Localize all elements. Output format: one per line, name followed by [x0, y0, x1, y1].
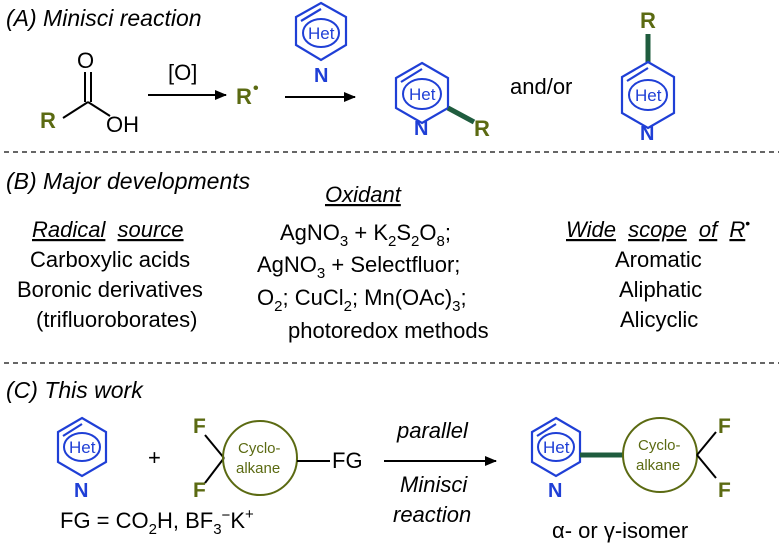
n-label: N [314, 65, 328, 87]
n-label: N [414, 118, 428, 140]
gamma-product-structure: R Het N [620, 8, 676, 145]
radical-dot: • [745, 215, 750, 231]
n-label: N [640, 123, 654, 145]
arrow-label-reaction: reaction [393, 502, 471, 527]
het-label: Het [409, 85, 436, 104]
formula-part: S [396, 220, 411, 245]
oxidant-line-2: AgNO3 + Selectfluor; [257, 252, 460, 282]
radical-source-item: Boronic derivatives [17, 277, 203, 302]
formula-part: H, BF [157, 508, 213, 533]
section-c-heading: (C) This work [6, 377, 144, 403]
scope-item: Aromatic [615, 247, 702, 272]
oxidation-label: [O] [168, 60, 197, 85]
formula-part: O [257, 285, 274, 310]
scope-title-word: Wide [566, 217, 616, 242]
scope-item: Aliphatic [619, 277, 702, 302]
radical-source-title-word: Radical [32, 217, 106, 242]
formula-subscript: 3 [340, 233, 348, 250]
formula-subscript: 3 [213, 521, 221, 538]
formula-part: + K [348, 220, 388, 245]
formula-part: K [230, 508, 245, 533]
formula-part: O [419, 220, 436, 245]
radical-source-item: (trifluoroborates) [36, 307, 197, 332]
alpha-product-structure: Het N R [394, 61, 490, 141]
formula-subscript: 2 [388, 233, 396, 250]
formula-part: ; Mn(OAc) [352, 285, 452, 310]
hydroxyl-label: OH [106, 112, 139, 137]
formula-part: AgNO [280, 220, 340, 245]
formula-subscript: 2 [344, 298, 352, 315]
formula-superscript: − [222, 507, 231, 524]
scope-title-word: R [729, 217, 745, 242]
formula-subscript: 3 [317, 265, 325, 282]
formula-part: AgNO [257, 252, 317, 277]
radical-source-item: Carboxylic acids [30, 247, 190, 272]
fluorine-label: F [718, 479, 731, 502]
r-group-label: R [640, 8, 656, 33]
coupled-product-structure: Het N Cyclo- alkane F F [530, 415, 731, 502]
scope-title-word: of [699, 217, 720, 242]
cyclo-label: Cyclo- [638, 437, 681, 454]
het-label: Het [543, 438, 570, 457]
arrow-label-minisci: Minisci [400, 472, 468, 497]
fluorine-label: F [193, 415, 206, 438]
oxidant-line-4: photoredox methods [288, 318, 489, 343]
r-group-label: R [474, 116, 490, 141]
formula-subscript: 2 [149, 521, 157, 538]
formula-part: ; [445, 220, 451, 245]
scope-title-word: scope [628, 217, 687, 242]
formula-part: + Selectfluor; [325, 252, 460, 277]
and-or-label: and/or [510, 74, 572, 99]
oxidant-title: Oxidant [325, 182, 402, 207]
het-label: Het [635, 86, 662, 105]
formula-subscript: 2 [274, 298, 282, 315]
carbonyl-oxygen-label: O [77, 48, 94, 73]
formula-part: ; [461, 285, 467, 310]
heteroarene-reagent: Het N [294, 1, 348, 87]
formula-subscript: 3 [452, 298, 460, 315]
section-a-heading: (A) Minisci reaction [6, 5, 202, 31]
formula-part: ; CuCl [282, 285, 343, 310]
het-label: Het [308, 24, 335, 43]
formula-subscript: 2 [411, 233, 419, 250]
fluorine-label: F [193, 479, 206, 502]
het-label: Het [69, 438, 96, 457]
oxidant-line-1: AgNO3 + K2S2O8; [280, 220, 451, 250]
plus-sign: + [148, 445, 161, 470]
section-b-heading: (B) Major developments [6, 168, 251, 194]
difluorocycloalkane-reagent: F F Cyclo- alkane FG [193, 415, 363, 502]
formula-superscript: + [245, 506, 254, 523]
radical-source-title-word: source [118, 217, 184, 242]
fg-definition: FG = CO2H, BF3−K+ [60, 506, 254, 538]
alkane-label: alkane [236, 460, 280, 477]
alkane-label: alkane [636, 457, 680, 474]
oxidant-line-3: O2; CuCl2; Mn(OAc)3; [257, 285, 467, 315]
r-radical-label: R [236, 84, 252, 109]
radical-source-title: Radical source [32, 217, 184, 242]
n-label: N [548, 480, 562, 502]
product-caption: α- or γ-isomer [552, 518, 688, 543]
fluorine-label: F [718, 415, 731, 438]
n-label: N [74, 480, 88, 502]
formula-part: FG = CO [60, 508, 149, 533]
cyclo-label: Cyclo- [238, 440, 281, 457]
formula-subscript: 8 [437, 233, 445, 250]
heteroarene-reagent: Het N [56, 416, 108, 502]
radical-dot: • [253, 80, 259, 97]
fg-label: FG [332, 448, 363, 473]
scope-item: Alicyclic [620, 307, 698, 332]
carboxylic-acid-structure: O OH R [40, 48, 139, 137]
scope-title: Wide scope of R• [566, 215, 750, 242]
r-group-label: R [40, 108, 56, 133]
arrow-label-parallel: parallel [396, 418, 469, 443]
